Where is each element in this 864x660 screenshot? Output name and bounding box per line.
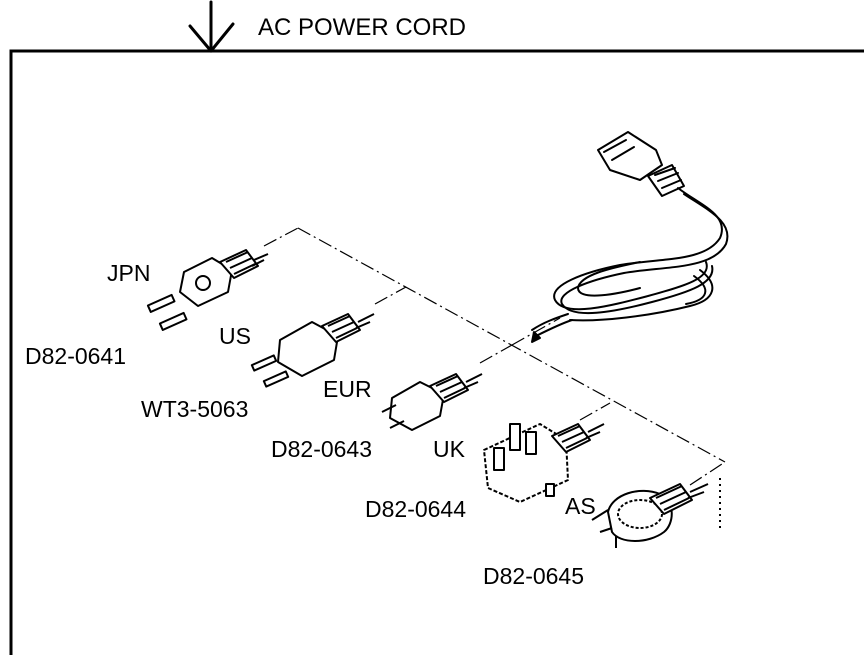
plug-us-part-number: WT3-5063 (141, 396, 249, 422)
leader-lines (263, 227, 726, 486)
plug-as-region-label: AS (565, 493, 596, 519)
plug-us-region-label: US (219, 323, 251, 349)
plug-jpn-region-label: JPN (107, 260, 151, 286)
plug-as-drawing (591, 478, 721, 548)
plug-uk-drawing (483, 423, 605, 503)
plug-as-part-number: D82-0645 (483, 563, 585, 589)
plug-uk-part-number: D82-0644 (365, 496, 467, 522)
plug-jpn-drawing (146, 249, 269, 331)
down-arrow-icon (188, 0, 235, 53)
plug-eur-region-label: EUR (323, 376, 372, 402)
power-cord-main (531, 131, 729, 343)
plug-eur-part-number: D82-0643 (271, 436, 373, 462)
plug-jpn-part-number: D82-0641 (25, 343, 127, 369)
plug-uk-region-label: UK (433, 436, 465, 462)
frame (9, 49, 864, 655)
page-title: AC POWER CORD (258, 14, 467, 41)
plug-eur-drawing (381, 373, 483, 431)
plug-us-drawing (250, 313, 375, 388)
